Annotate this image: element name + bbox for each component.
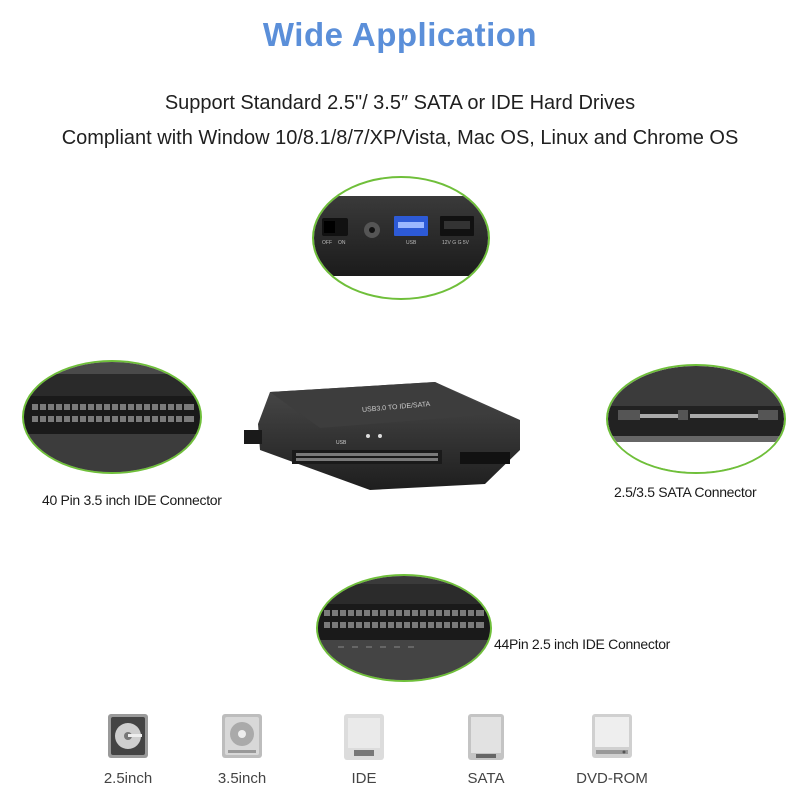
hdd-2-5-caption: 2.5inch — [103, 770, 153, 787]
on-label: ON — [338, 240, 346, 246]
device-led-print: USB — [336, 440, 347, 446]
ide-caption: IDE — [351, 770, 377, 787]
page-title: Wide Application — [262, 16, 538, 53]
support-text: Support Standard 2.5"/ 3.5″ SATA or IDE … — [164, 92, 636, 114]
ide40-label: 40 Pin 3.5 inch IDE Connector — [42, 492, 222, 508]
adapter-device: USB3.0 TO IDE/SATA USB — [240, 380, 530, 500]
dvd-rom-icon — [588, 710, 636, 762]
hdd-3-5-icon — [218, 710, 266, 762]
sata-label: 2.5/3.5 SATA Connector — [614, 484, 757, 500]
hdd-3-5-caption: 3.5inch — [217, 770, 267, 787]
hdd-2-5-icon — [104, 710, 152, 762]
sata-caption: SATA — [467, 770, 505, 787]
ide-drive-icon — [340, 712, 388, 762]
sata-drive-icon — [462, 712, 510, 762]
compatibility-text: Compliant with Window 10/8.1/8/7/XP/Vist… — [61, 127, 739, 149]
off-label: OFF — [322, 240, 332, 246]
ide40-closeup-bubble — [22, 360, 202, 474]
ide44-closeup-bubble — [316, 574, 492, 682]
sata-closeup-bubble — [606, 364, 786, 474]
dvd-rom-caption: DVD-ROM — [576, 770, 648, 787]
ide44-label: 44Pin 2.5 inch IDE Connector — [494, 636, 671, 652]
usb-label: USB — [406, 240, 417, 246]
ports-closeup-bubble: OFF ON USB 12V G G 5V — [312, 176, 490, 300]
power-pin-label: 12V G G 5V — [442, 240, 469, 246]
